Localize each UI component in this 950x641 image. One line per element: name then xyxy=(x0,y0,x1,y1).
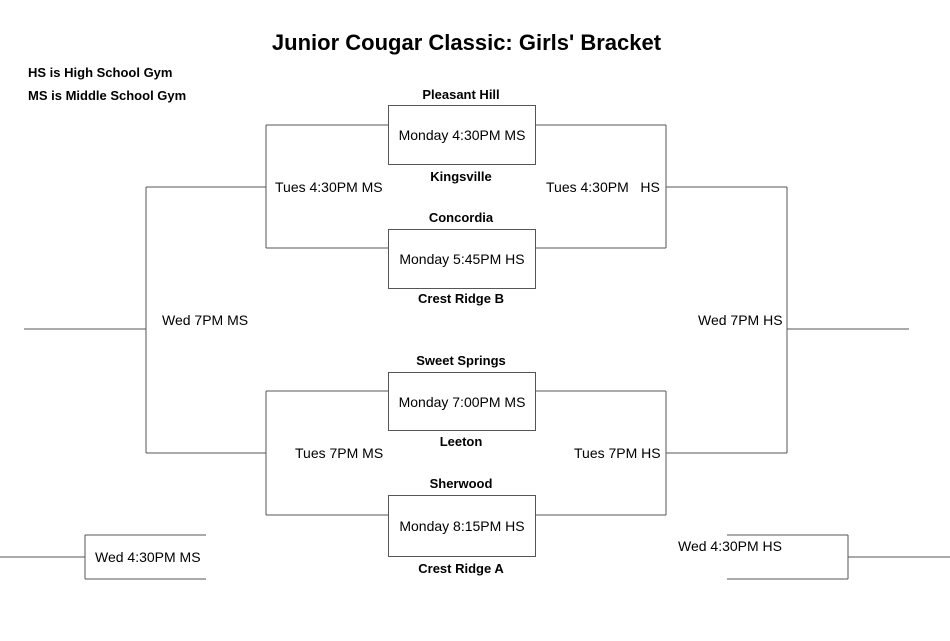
tues-right-top-label: Tues 4:30PM HS xyxy=(546,179,660,195)
game-box-monday-1: Monday 4:30PM MS xyxy=(388,105,536,165)
wed-left-final-label: Wed 7PM MS xyxy=(162,312,249,328)
game-box-monday-2: Monday 5:45PM HS xyxy=(388,229,536,289)
team-pleasant-hill: Pleasant Hill xyxy=(422,87,500,102)
wed-right-final-label: Wed 7PM HS xyxy=(698,312,783,328)
tues-left-top-label: Tues 4:30PM MS xyxy=(275,179,383,195)
tues-left-bottom-label: Tues 7PM MS xyxy=(295,445,384,461)
page-title: Junior Cougar Classic: Girls' Bracket xyxy=(271,30,662,55)
note-hs: HS is High School Gym xyxy=(28,65,173,80)
team-crest-ridge-a: Crest Ridge A xyxy=(418,561,504,576)
wed-left-consolation-label: Wed 4:30PM MS xyxy=(95,549,201,565)
team-kingsville: Kingsville xyxy=(430,169,492,184)
team-sweet-springs: Sweet Springs xyxy=(416,353,506,368)
game-time: Monday 8:15PM HS xyxy=(399,518,525,534)
game-time: Monday 7:00PM MS xyxy=(398,393,526,410)
team-crest-ridge-b: Crest Ridge B xyxy=(418,291,504,306)
team-leeton: Leeton xyxy=(439,434,483,449)
team-sherwood: Sherwood xyxy=(429,476,493,491)
game-time: Monday 5:45PM HS xyxy=(399,251,525,267)
game-box-monday-3: Monday 7:00PM MS xyxy=(388,372,536,431)
game-box-monday-4: Monday 8:15PM HS xyxy=(388,495,536,557)
wed-right-consolation-label: Wed 4:30PM HS xyxy=(678,538,783,554)
tues-right-bottom-label: Tues 7PM HS xyxy=(574,445,661,461)
note-ms: MS is Middle School Gym xyxy=(28,88,187,103)
game-time: Monday 4:30PM MS xyxy=(398,127,526,143)
team-concordia: Concordia xyxy=(428,210,494,225)
